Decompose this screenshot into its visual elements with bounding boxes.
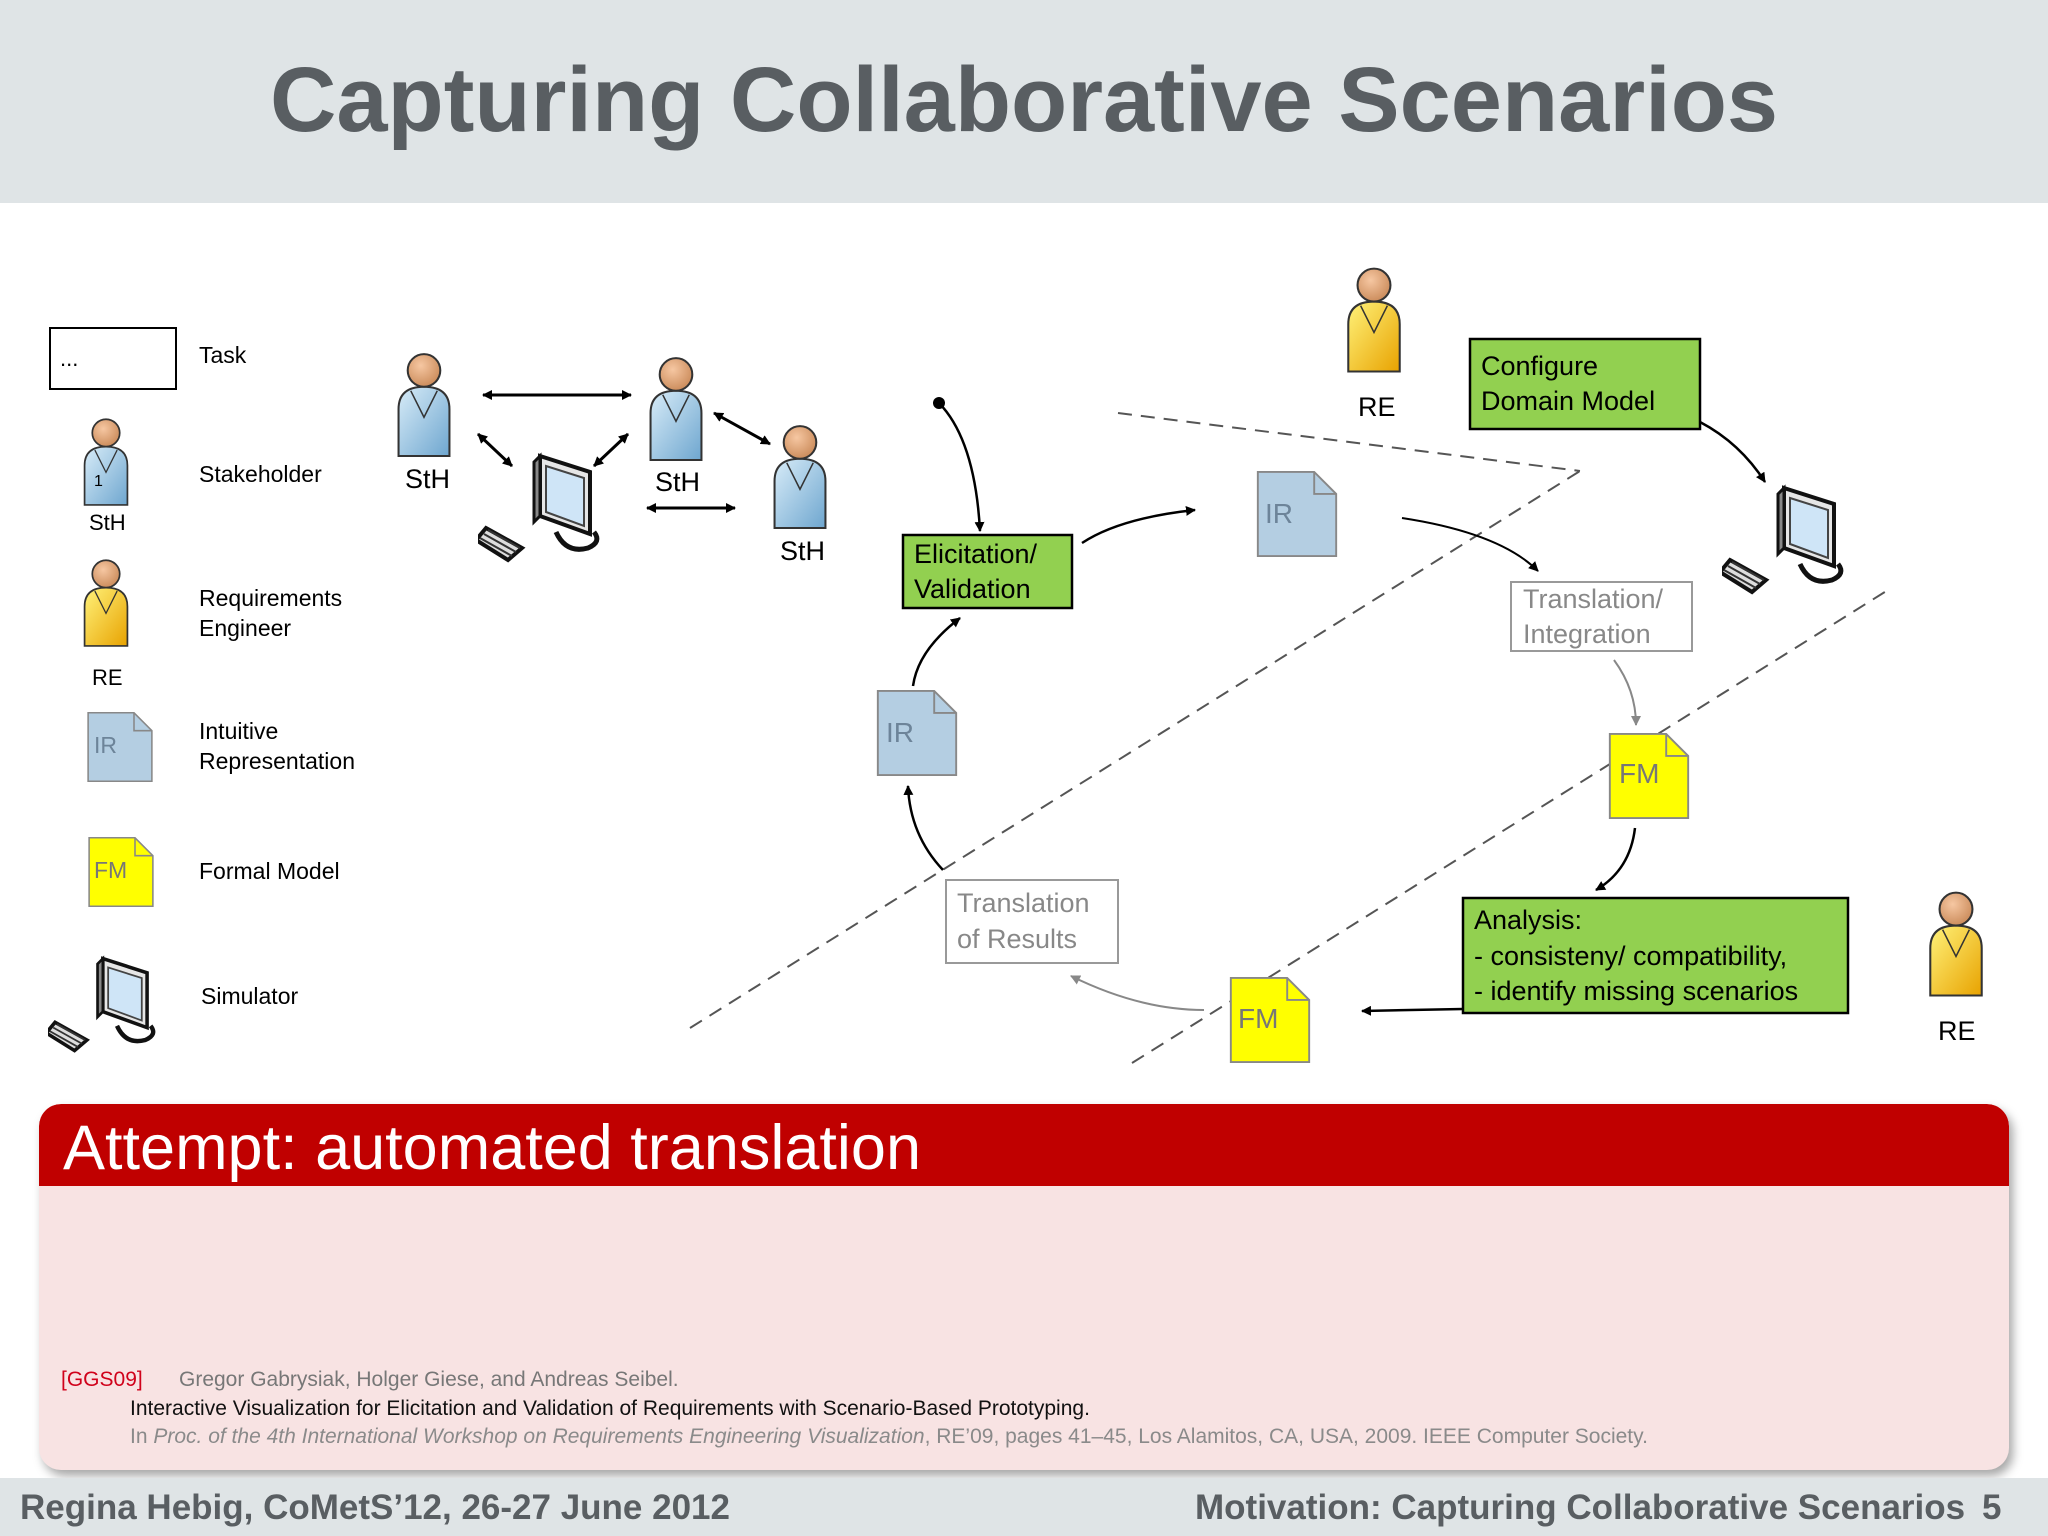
task-analysis-label-2: - consisteny/ compatibility, bbox=[1474, 941, 1787, 971]
reference-venue-prefix: In bbox=[130, 1425, 154, 1448]
fm-document-bottom-text: FM bbox=[1238, 1003, 1278, 1034]
requirements-engineer-top-icon bbox=[1347, 267, 1401, 373]
task-analysis-label-1: Analysis: bbox=[1474, 905, 1582, 935]
legend-re-label-2: Engineer bbox=[199, 615, 291, 641]
legend-ir-label-1: Intuitive bbox=[199, 718, 278, 744]
attempt-block-title: Attempt: automated translation bbox=[63, 1113, 921, 1183]
arrow-analysis-to-fm bbox=[1361, 1005, 1464, 1016]
reference: [GGS09] Gregor Gabrysiak, Holger Giese, … bbox=[39, 1104, 2009, 1470]
task-translation-integration bbox=[1510, 581, 1693, 652]
title-bar: Capturing Collaborative Scenarios bbox=[0, 0, 2048, 203]
stakeholder-group: StH StH StH bbox=[397, 353, 827, 566]
task-translation-results-label-1: Translation bbox=[957, 888, 1090, 918]
task-translation-results-label-2: of Results bbox=[957, 924, 1077, 954]
reference-key: [GGS09] bbox=[61, 1368, 143, 1391]
ir-document-left-text: IR bbox=[886, 717, 914, 748]
stakeholder-middle-icon bbox=[649, 357, 703, 461]
stakeholder-middle-label: StH bbox=[655, 467, 700, 497]
simulator-right-icon bbox=[1720, 488, 1841, 592]
arrow-fm-to-analysis bbox=[1595, 827, 1637, 892]
task-translation-integration-label-2: Integration bbox=[1523, 619, 1651, 649]
stakeholder-left-icon bbox=[397, 353, 451, 457]
arrow-translation-results-to-ir bbox=[903, 785, 944, 871]
legend-re-short: RE bbox=[92, 665, 123, 690]
attempt-block-header: Attempt: automated translation bbox=[39, 1104, 2009, 1186]
task-elicitation-label-1: Elicitation/ bbox=[914, 539, 1038, 569]
arrow-elicitation-to-ir bbox=[1081, 505, 1196, 545]
legend-simulator-label: Simulator bbox=[201, 983, 298, 1009]
legend-re-label-1: Requirements bbox=[199, 585, 342, 611]
legend-task-label: Task bbox=[199, 342, 247, 368]
legend-stakeholder-badge: 1 bbox=[94, 473, 103, 490]
footer-section: Motivation: Capturing Collaborative Scen… bbox=[1195, 1488, 1966, 1527]
legend-task-box bbox=[49, 327, 177, 390]
legend: ... Task 1 StH Stakeholder RE Requiremen… bbox=[46, 327, 355, 1051]
arrow-configure-to-simulator bbox=[1699, 420, 1767, 483]
arrow-ir-to-elicitation bbox=[911, 617, 961, 687]
legend-fm-icon-text: FM bbox=[94, 857, 127, 883]
legend-fm-label: Formal Model bbox=[199, 858, 340, 884]
requirements-engineer-bottom-label: RE bbox=[1938, 1016, 1976, 1046]
arrow-ir-to-translation-integration bbox=[1401, 517, 1539, 572]
footer: Regina Hebig, CoMetS’12, 26-27 June 2012… bbox=[0, 1478, 2048, 1536]
task-elicitation-validation bbox=[901, 533, 1074, 610]
requirements-engineer-top-label: RE bbox=[1358, 392, 1396, 422]
stakeholder-simulator-icon bbox=[476, 456, 597, 560]
stakeholder-left-label: StH bbox=[405, 464, 450, 494]
task-analysis-label-3: - identify missing scenarios bbox=[1474, 976, 1798, 1006]
stakeholder-right-label: StH bbox=[780, 536, 825, 566]
attempt-block: Attempt: automated translation [GGS09] G… bbox=[39, 1104, 2009, 1470]
ir-document-top-text: IR bbox=[1265, 498, 1293, 529]
arrow-start-to-elicitation bbox=[938, 402, 985, 532]
task-configure-label-1: Configure bbox=[1481, 351, 1598, 381]
workflow-diagram: ... Task 1 StH Stakeholder RE Requiremen… bbox=[0, 267, 1983, 1064]
reference-venue: In Proc. of the 4th International Worksh… bbox=[130, 1425, 1648, 1449]
arrow-fm-to-translation-results bbox=[1070, 975, 1205, 1011]
legend-stakeholder-label: Stakeholder bbox=[199, 461, 322, 487]
legend-ir-icon-text: IR bbox=[94, 732, 117, 758]
task-configure-domain-model bbox=[1468, 337, 1702, 431]
legend-ir-label-2: Representation bbox=[199, 748, 355, 774]
task-translation-integration-label-1: Translation/ bbox=[1523, 584, 1664, 614]
task-configure-label-2: Domain Model bbox=[1481, 386, 1655, 416]
footer-page-number: 5 bbox=[1982, 1488, 2002, 1527]
task-translation-of-results bbox=[945, 879, 1119, 964]
task-elicitation-label-2: Validation bbox=[914, 574, 1031, 604]
task-analysis bbox=[1461, 896, 1850, 1015]
reference-venue-suffix: , RE’09, pages 41–45, Los Alamitos, CA, … bbox=[924, 1425, 1648, 1448]
legend-simulator-icon bbox=[46, 959, 153, 1051]
fm-document-right-text: FM bbox=[1619, 758, 1659, 789]
requirements-engineer-bottom-icon bbox=[1929, 891, 1983, 997]
stakeholder-right-icon bbox=[773, 425, 827, 529]
slide-title: Capturing Collaborative Scenarios bbox=[269, 49, 1779, 151]
legend-task-box-text: ... bbox=[60, 346, 78, 371]
reference-title: Interactive Visualization for Elicitatio… bbox=[130, 1397, 1090, 1420]
footer-author: Regina Hebig, CoMetS’12, 26-27 June 2012 bbox=[20, 1488, 730, 1527]
legend-stakeholder-icon bbox=[83, 418, 129, 506]
reference-authors: Gregor Gabrysiak, Holger Giese, and Andr… bbox=[179, 1368, 679, 1391]
reference-venue-italic: Proc. of the 4th International Workshop … bbox=[153, 1425, 925, 1448]
legend-stakeholder-short: StH bbox=[89, 510, 126, 535]
legend-re-icon bbox=[83, 559, 129, 647]
arrow-translation-integration-to-fm bbox=[1613, 659, 1641, 726]
